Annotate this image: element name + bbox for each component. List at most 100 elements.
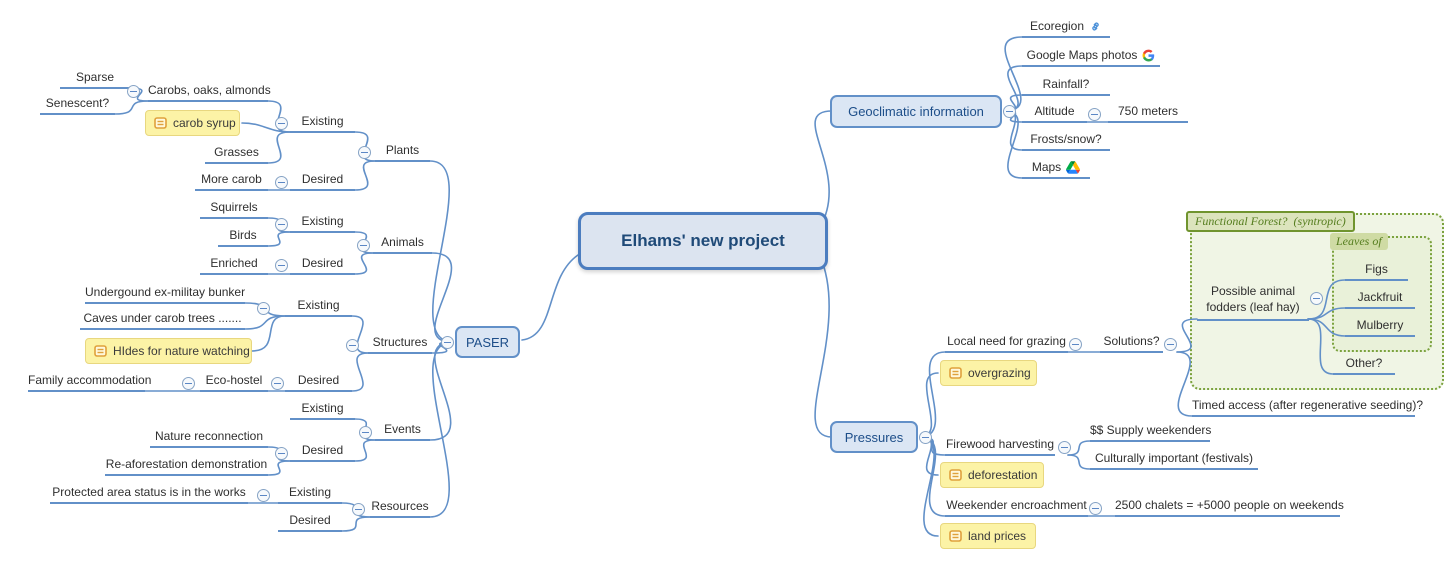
node-root-label: Elhams' new project	[621, 231, 785, 250]
node-altitude-value[interactable]: 750 meters	[1108, 104, 1188, 123]
collapse-icon[interactable]	[352, 503, 365, 516]
notes-icon	[154, 117, 167, 129]
collapse-icon[interactable]	[275, 176, 288, 189]
boundary-title-leaves-of[interactable]: Leaves of	[1330, 233, 1388, 250]
node-google-maps-photos-label: Google Maps photos	[1026, 48, 1138, 62]
collapse-icon[interactable]	[275, 259, 288, 272]
node-grasses[interactable]: Grasses	[205, 145, 268, 164]
collapse-icon[interactable]	[127, 85, 140, 98]
node-hides-label: HIdes for nature watching	[113, 344, 250, 358]
node-structures[interactable]: Structures	[368, 335, 432, 354]
collapse-icon[interactable]	[1310, 292, 1323, 305]
node-pressures-label: Pressures	[844, 429, 904, 445]
node-plants[interactable]: Plants	[375, 143, 430, 162]
node-land-prices[interactable]: land prices	[940, 523, 1036, 549]
node-timed-access[interactable]: Timed access (after regenerative seeding…	[1192, 398, 1423, 417]
node-animals-existing[interactable]: Existing	[290, 214, 355, 233]
node-carob-syrup-label: carob syrup	[173, 116, 236, 130]
node-enriched[interactable]: Enriched	[200, 256, 268, 275]
node-eco-hostel[interactable]: Eco-hostel	[200, 373, 268, 392]
collapse-icon[interactable]	[275, 447, 288, 460]
node-paser-label: PASER	[465, 334, 510, 350]
collapse-icon[interactable]	[257, 302, 270, 315]
node-events-existing[interactable]: Existing	[290, 401, 355, 420]
node-animal-fodders[interactable]: Possible animal fodders (leaf hay)	[1197, 283, 1309, 321]
node-solutions[interactable]: Solutions?	[1100, 334, 1163, 353]
collapse-icon[interactable]	[1003, 105, 1016, 118]
node-deforestation[interactable]: deforestation	[940, 462, 1044, 488]
collapse-icon[interactable]	[271, 377, 284, 390]
collapse-icon[interactable]	[357, 239, 370, 252]
node-resources-desired[interactable]: Desired	[278, 513, 342, 532]
node-squirrels[interactable]: Squirrels	[200, 200, 268, 219]
collapse-icon[interactable]	[1058, 441, 1071, 454]
node-rainfall[interactable]: Rainfall?	[1022, 77, 1110, 96]
node-resources-existing[interactable]: Existing	[278, 485, 342, 504]
node-root[interactable]: Elhams' new project	[578, 212, 828, 270]
collapse-icon[interactable]	[257, 489, 270, 502]
node-events[interactable]: Events	[375, 422, 430, 441]
collapse-icon[interactable]	[1088, 108, 1101, 121]
node-ecoregion-label: Ecoregion	[1029, 19, 1085, 33]
node-reaforestation[interactable]: Re-aforestation demonstration	[105, 457, 268, 476]
node-sparse[interactable]: Sparse	[60, 70, 130, 89]
collapse-icon[interactable]	[1164, 338, 1177, 351]
node-birds[interactable]: Birds	[218, 228, 268, 247]
node-protected-area[interactable]: Protected area status is in the works	[50, 485, 248, 504]
node-weekender-encroachment[interactable]: Weekender encroachment	[945, 498, 1088, 517]
node-mulberry[interactable]: Mulberry	[1345, 318, 1415, 337]
collapse-icon[interactable]	[275, 218, 288, 231]
node-family-accommodation[interactable]: Family accommodation	[28, 373, 151, 392]
notes-icon	[949, 469, 962, 481]
node-hides[interactable]: HIdes for nature watching	[85, 338, 252, 364]
collapse-icon[interactable]	[182, 377, 195, 390]
node-figs[interactable]: Figs	[1345, 262, 1408, 281]
node-animals[interactable]: Animals	[373, 235, 432, 254]
node-animals-desired[interactable]: Desired	[290, 256, 355, 275]
collapse-icon[interactable]	[441, 336, 454, 349]
node-overgrazing-label: overgrazing	[968, 366, 1031, 380]
node-paser[interactable]: PASER	[455, 326, 520, 358]
node-carobs-oaks-almonds[interactable]: Carobs, oaks, almonds	[148, 83, 271, 102]
node-structures-desired[interactable]: Desired	[285, 373, 352, 392]
node-local-grazing[interactable]: Local need for grazing	[945, 334, 1068, 353]
collapse-icon[interactable]	[1069, 338, 1082, 351]
collapse-icon[interactable]	[359, 426, 372, 439]
node-more-carob[interactable]: More carob	[195, 172, 268, 191]
node-events-desired[interactable]: Desired	[290, 443, 355, 462]
node-chalets[interactable]: 2500 chalets = +5000 people on weekends	[1115, 498, 1344, 517]
node-overgrazing[interactable]: overgrazing	[940, 360, 1037, 386]
collapse-icon[interactable]	[275, 117, 288, 130]
node-caves[interactable]: Caves under carob trees .......	[80, 311, 245, 330]
collapse-icon[interactable]	[1089, 502, 1102, 515]
collapse-icon[interactable]	[919, 431, 932, 444]
node-resources[interactable]: Resources	[370, 499, 430, 518]
collapse-icon[interactable]	[346, 339, 359, 352]
node-deforestation-label: deforestation	[968, 468, 1038, 482]
node-structures-existing[interactable]: Existing	[285, 298, 352, 317]
node-plants-desired[interactable]: Desired	[290, 172, 355, 191]
node-plants-existing[interactable]: Existing	[290, 114, 355, 133]
collapse-icon[interactable]	[358, 146, 371, 159]
node-frosts-snow[interactable]: Frosts/snow?	[1022, 132, 1110, 151]
node-bunker[interactable]: Undergound ex-militay bunker	[85, 285, 245, 304]
node-other[interactable]: Other?	[1333, 356, 1395, 375]
node-culturally-important[interactable]: Culturally important (festivals)	[1090, 451, 1258, 470]
node-firewood[interactable]: Firewood harvesting	[945, 437, 1055, 456]
node-nature-reconnection[interactable]: Nature reconnection	[150, 429, 268, 448]
node-senescent[interactable]: Senescent?	[40, 96, 115, 115]
node-jackfruit[interactable]: Jackfruit	[1345, 290, 1415, 309]
node-pressures[interactable]: Pressures	[830, 421, 918, 453]
node-carob-syrup[interactable]: carob syrup	[145, 110, 240, 136]
boundary-title-functional-forest[interactable]: Functional Forest? (syntropic)	[1186, 211, 1355, 232]
node-maps-label: Maps	[1031, 160, 1062, 174]
node-maps[interactable]: Maps	[1022, 160, 1090, 179]
node-geoclimatic[interactable]: Geoclimatic information	[830, 95, 1002, 128]
node-geoclimatic-label: Geoclimatic information	[848, 104, 984, 119]
node-altitude[interactable]: Altitude	[1022, 104, 1087, 123]
node-supply-weekenders[interactable]: $$ Supply weekenders	[1090, 423, 1211, 442]
node-google-maps-photos[interactable]: Google Maps photos	[1022, 48, 1160, 67]
link-icon	[1092, 22, 1099, 31]
node-ecoregion[interactable]: Ecoregion	[1022, 19, 1110, 38]
